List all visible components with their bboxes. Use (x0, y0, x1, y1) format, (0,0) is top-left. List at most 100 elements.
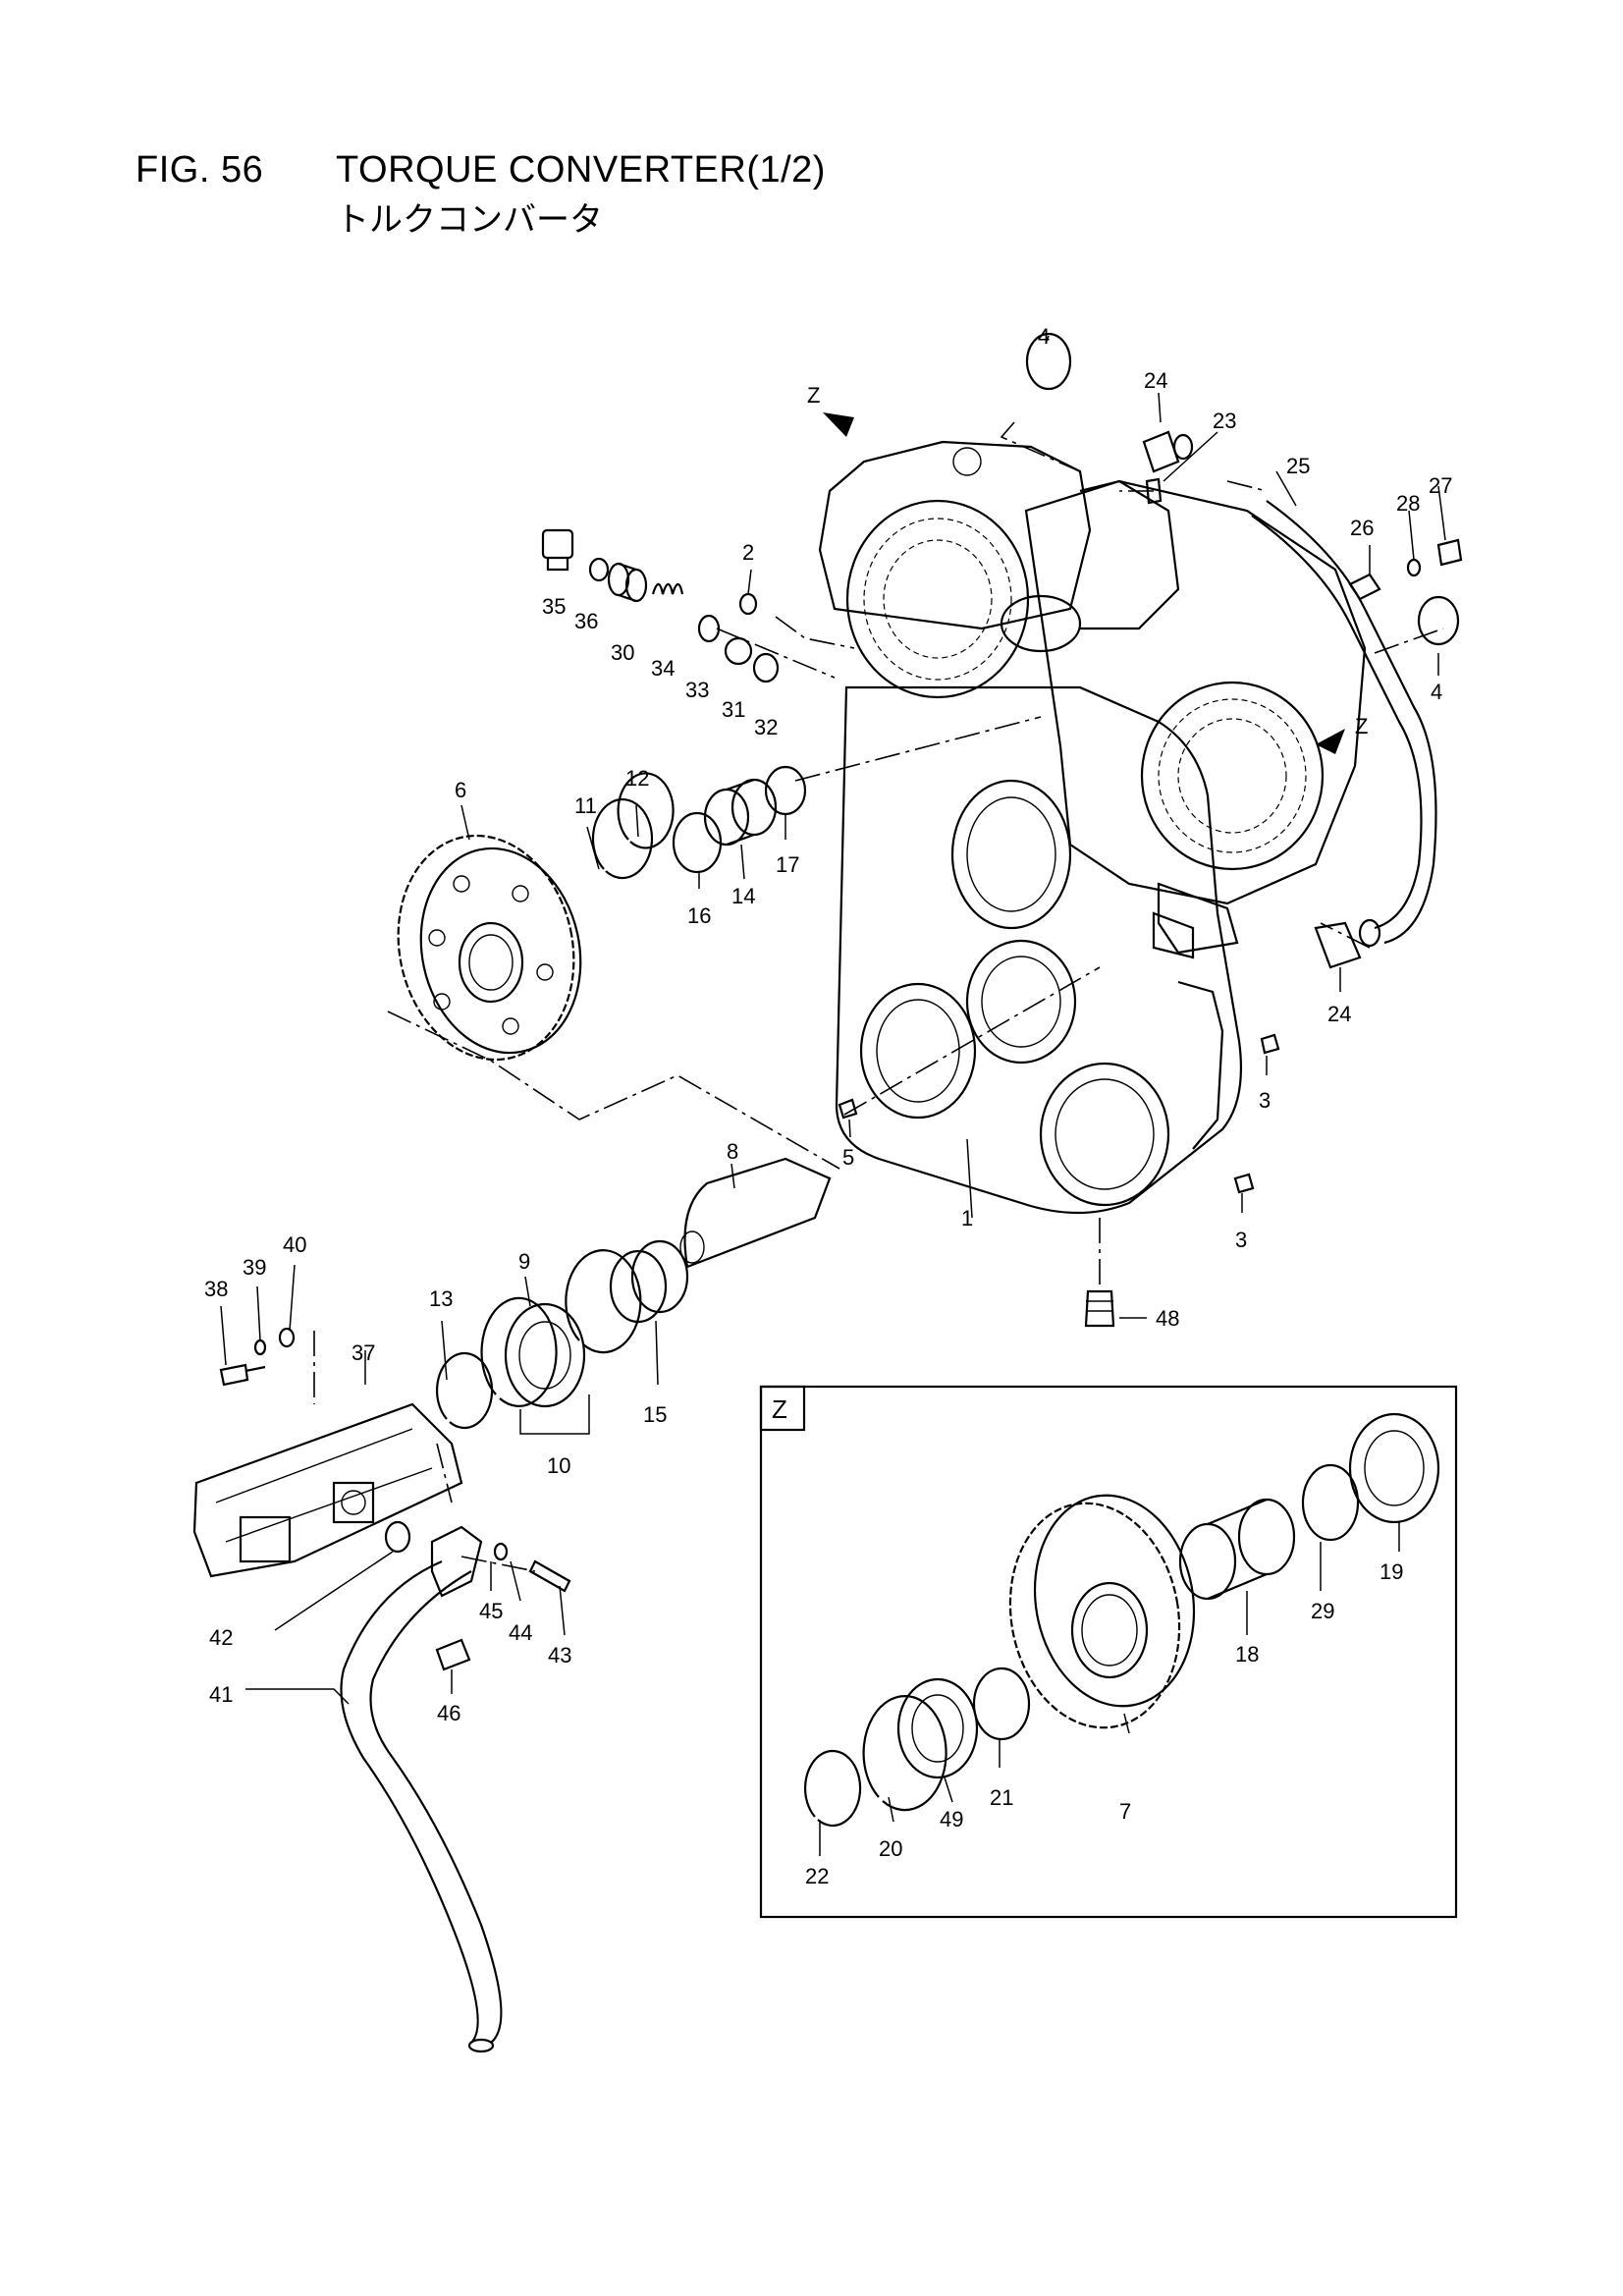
callout-13: 13 (429, 1286, 453, 1311)
callout-2: 2 (742, 540, 754, 565)
shaft-part-8 (679, 1157, 832, 1269)
callout-29: 29 (1311, 1599, 1334, 1623)
block-part-45 (430, 1525, 483, 1598)
callout-33: 33 (685, 678, 709, 702)
o-ring-part-42 (384, 1520, 411, 1554)
pump-part-37 (192, 1402, 463, 1578)
callout-16: 16 (687, 903, 711, 928)
detail-box-label: Z (772, 1394, 787, 1424)
callout-11: 11 (574, 793, 597, 818)
gear-part-6 (397, 834, 582, 1062)
callout-24-bottom: 24 (1327, 1002, 1351, 1026)
gear-part-7 (1008, 1494, 1196, 1729)
bearing-part-19 (1348, 1412, 1440, 1524)
elbow-fitting-part-24-top (1142, 430, 1194, 473)
callout-20: 20 (879, 1836, 902, 1861)
callout-15: 15 (643, 1402, 667, 1427)
o-ring-part-36 (588, 557, 610, 582)
pin-part-2 (738, 592, 758, 616)
view-z-arrow-top (823, 412, 854, 437)
pipe-part-25 (1251, 500, 1437, 945)
callout-22: 22 (805, 1864, 829, 1888)
leader-lines (220, 335, 1446, 1856)
snap-ring-part-12 (617, 772, 675, 849)
callout-4-right: 4 (1431, 680, 1442, 704)
callout-27: 27 (1429, 473, 1452, 498)
snap-ring-part-10b (565, 1249, 642, 1354)
snap-ring-part-10a (480, 1296, 558, 1407)
callout-17: 17 (776, 852, 799, 877)
plug-part-32 (752, 652, 780, 683)
figure-subtitle: トルクコンバータ (336, 201, 603, 239)
bearing-part-49 (896, 1677, 979, 1779)
detail-view-z-box (759, 1385, 1458, 1919)
callout-26: 26 (1350, 516, 1374, 540)
ring-part-29 (1301, 1463, 1360, 1542)
collar-part-15 (609, 1239, 689, 1324)
callout-9: 9 (518, 1249, 530, 1274)
callout-42: 42 (209, 1625, 233, 1650)
callout-4-top: 4 (1038, 324, 1050, 349)
callout-18: 18 (1235, 1642, 1259, 1667)
plug-part-23 (1145, 477, 1163, 505)
seal-part-4-top (1025, 332, 1072, 391)
snap-ring-part-22 (804, 1749, 862, 1828)
bolt-part-43 (528, 1559, 571, 1593)
seal-part-4-right (1417, 595, 1460, 646)
bolt-part-27 (1436, 538, 1463, 567)
callout-34: 34 (651, 656, 675, 681)
callout-23: 23 (1213, 409, 1236, 433)
callout-41: 41 (209, 1682, 233, 1707)
callout-32: 32 (754, 715, 778, 739)
ring-part-21 (972, 1667, 1031, 1741)
view-z-arrow-right (1316, 729, 1345, 754)
pin-part-46 (435, 1638, 471, 1671)
housing-part-1 (818, 440, 1367, 1215)
snap-ring-part-13 (436, 1351, 494, 1430)
plug-part-35 (541, 528, 574, 572)
figure-title: TORQUE CONVERTER(1/2) (336, 149, 826, 191)
pipe-part-41 (340, 1559, 503, 2044)
callout-1: 1 (961, 1206, 973, 1230)
callout-14: 14 (731, 884, 755, 908)
callout-28: 28 (1396, 491, 1420, 516)
callout-3-upper: 3 (1259, 1088, 1271, 1113)
callout-6: 6 (455, 778, 466, 802)
ring-part-16 (672, 811, 723, 874)
snap-ring-part-11 (591, 797, 654, 880)
plug-part-3-lower (1233, 1173, 1255, 1194)
bearing-part-9 (504, 1302, 586, 1408)
view-z-marker-top: Z (807, 383, 820, 408)
elbow-fitting-part-24-bottom (1314, 918, 1381, 969)
ring-part-17 (764, 765, 807, 816)
figure-number: FIG. 56 (135, 149, 264, 191)
sleeve-part-18 (1178, 1498, 1296, 1601)
callout-39: 39 (243, 1255, 266, 1280)
needle-bearing-part-14 (703, 778, 778, 847)
seat-part-33 (697, 614, 721, 643)
view-z-marker-right: Z (1355, 714, 1368, 738)
plug-part-5 (838, 1098, 858, 1120)
callout-37: 37 (352, 1340, 375, 1365)
callout-38: 38 (204, 1277, 228, 1301)
snap-ring-part-20 (862, 1695, 947, 1812)
callout-12: 12 (625, 766, 649, 791)
callout-49: 49 (940, 1807, 963, 1831)
callout-46: 46 (437, 1701, 460, 1725)
callout-19: 19 (1380, 1559, 1403, 1584)
washer-part-40 (278, 1327, 296, 1348)
callout-7: 7 (1119, 1799, 1131, 1824)
callout-21: 21 (990, 1785, 1013, 1810)
washer-part-44 (493, 1542, 509, 1561)
spring-part-34 (651, 582, 684, 595)
callout-31: 31 (722, 697, 745, 722)
clamp-part-26 (1348, 573, 1381, 601)
callout-40: 40 (283, 1232, 306, 1257)
callout-35: 35 (542, 594, 566, 619)
washer-part-28 (1406, 558, 1422, 577)
callout-43: 43 (548, 1643, 571, 1667)
bolt-part-38 (219, 1363, 266, 1387)
callout-48: 48 (1156, 1306, 1179, 1331)
callout-44: 44 (509, 1620, 532, 1645)
